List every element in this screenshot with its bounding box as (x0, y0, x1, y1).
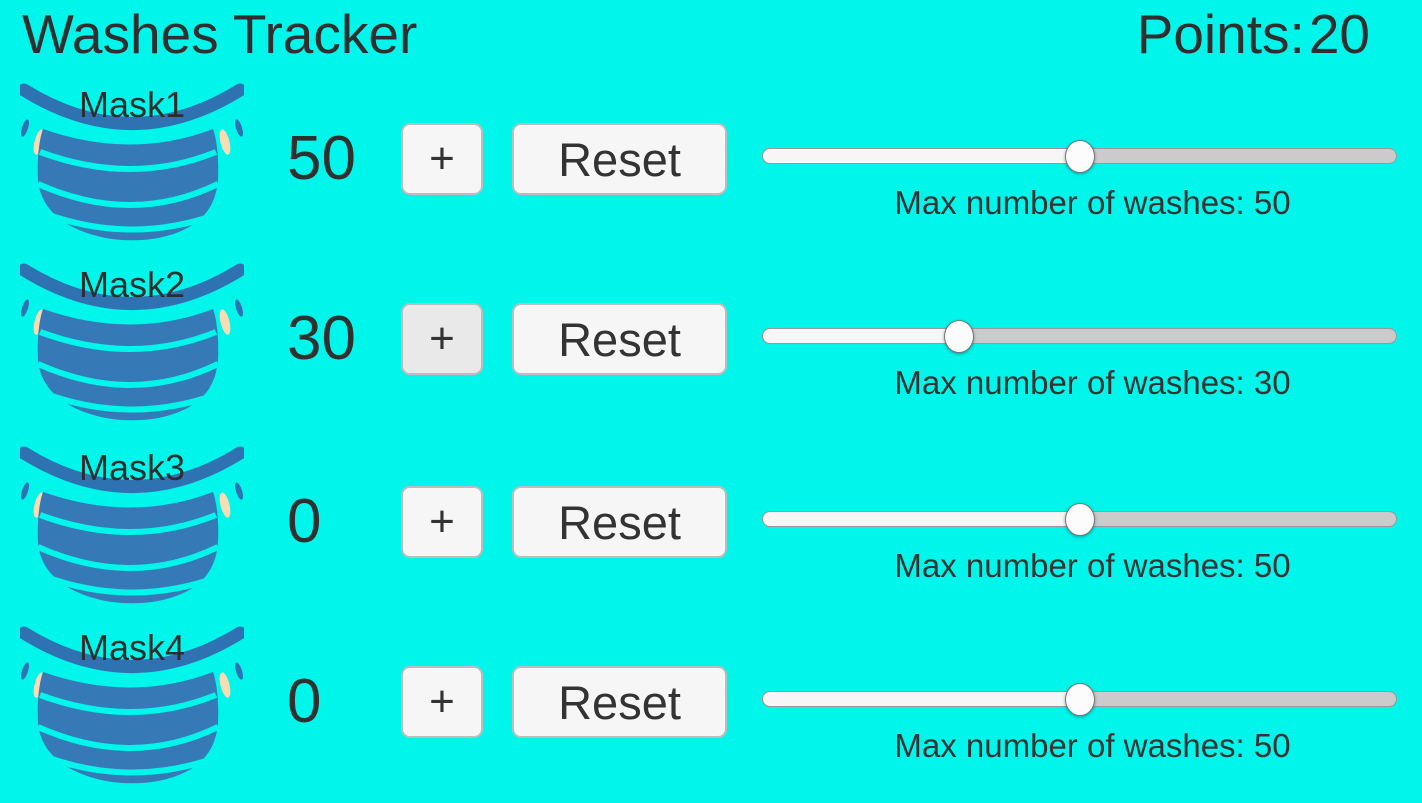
mask-pleat-line (38, 329, 218, 352)
max-washes-slider[interactable] (762, 140, 1397, 174)
mask-top-band (20, 626, 244, 673)
mask-top-band (20, 446, 244, 493)
mask-top-band (20, 263, 244, 310)
max-washes-slider[interactable] (762, 683, 1397, 717)
increment-button[interactable]: + (401, 666, 483, 738)
max-washes-label: Max number of washes: 50 (894, 727, 1291, 764)
mask-pleat-line (36, 724, 220, 751)
max-washes-label: Max number of washes: 50 (894, 547, 1291, 584)
slider-thumb[interactable] (943, 320, 974, 353)
mask-strap-icon (219, 129, 231, 155)
ear-loop-icon (21, 482, 29, 500)
mask-label: Mask1 (78, 84, 186, 125)
slider-fill (762, 511, 1080, 527)
slider-fill (762, 691, 1080, 707)
ear-loop-icon (21, 299, 29, 317)
slider-thumb[interactable] (1064, 683, 1095, 716)
ear-loop-icon (21, 119, 29, 137)
mask-body (37, 492, 219, 604)
max-washes-slider[interactable] (762, 320, 1397, 354)
mask-pleat-line (44, 211, 220, 233)
slider-thumb[interactable] (1064, 140, 1095, 173)
reset-button[interactable]: Reset (512, 666, 727, 738)
mask-pleat-line (44, 754, 220, 776)
mask-label: Mask4 (78, 627, 186, 668)
ear-loop-icon (235, 299, 243, 317)
max-washes-slider[interactable] (762, 503, 1397, 537)
mask-icon-svg (20, 446, 244, 604)
increment-button[interactable]: + (401, 303, 483, 375)
mask-icon (20, 82, 244, 244)
mask-body (37, 672, 219, 784)
mask-row-2: Mask2 30 + Reset Max number of washes: 3… (0, 260, 1422, 440)
mask-pleat-line (36, 181, 220, 208)
mask-pleat-line (44, 574, 220, 596)
increment-button[interactable]: + (401, 123, 483, 195)
points-display: Points:20 (1137, 2, 1370, 66)
mask-row-3: Mask3 0 + Reset Max number of washes: 50 (0, 443, 1422, 623)
mask-pleat-line (38, 149, 218, 172)
max-washes-label: Max number of washes: 30 (894, 364, 1291, 401)
mask-body (37, 309, 219, 421)
wash-count: 0 (287, 487, 322, 556)
points-label: Points: (1136, 3, 1305, 65)
mask-row-1: Mask1 50 + Reset Max number of washes: 5… (0, 80, 1422, 260)
wash-count: 30 (287, 304, 356, 373)
ear-loop-icon (235, 482, 243, 500)
increment-button[interactable]: + (401, 486, 483, 558)
wash-count: 0 (287, 667, 322, 736)
mask-icon (20, 262, 244, 424)
mask-pleat-line (36, 544, 220, 571)
mask-strap-icon (219, 309, 231, 335)
mask-label: Mask3 (78, 447, 186, 488)
mask-pleat-line (44, 391, 220, 413)
mask-label: Mask2 (78, 264, 186, 305)
reset-button[interactable]: Reset (512, 486, 727, 558)
slider-fill (762, 148, 1080, 164)
mask-pleat-line (38, 512, 218, 535)
mask-icon-svg (20, 626, 244, 784)
points-value: 20 (1308, 3, 1370, 65)
ear-loop-icon (235, 119, 243, 137)
reset-button[interactable]: Reset (512, 123, 727, 195)
mask-icon-svg (20, 83, 244, 241)
mask-strap-icon (219, 492, 231, 518)
ear-loop-icon (21, 662, 29, 680)
slider-thumb[interactable] (1064, 503, 1095, 536)
mask-icon (20, 445, 244, 607)
mask-icon-svg (20, 263, 244, 421)
page-title: Washes Tracker (22, 3, 418, 65)
mask-icon (20, 625, 244, 787)
max-washes-label: Max number of washes: 50 (894, 184, 1291, 221)
mask-row-4: Mask4 0 + Reset Max number of washes: 50 (0, 623, 1422, 803)
slider-fill (762, 328, 959, 344)
wash-count: 50 (287, 124, 356, 193)
mask-body (37, 129, 219, 241)
mask-pleat-line (38, 692, 218, 715)
mask-top-band (20, 83, 244, 130)
ear-loop-icon (235, 662, 243, 680)
reset-button[interactable]: Reset (512, 303, 727, 375)
mask-strap-icon (219, 672, 231, 698)
mask-pleat-line (36, 361, 220, 388)
